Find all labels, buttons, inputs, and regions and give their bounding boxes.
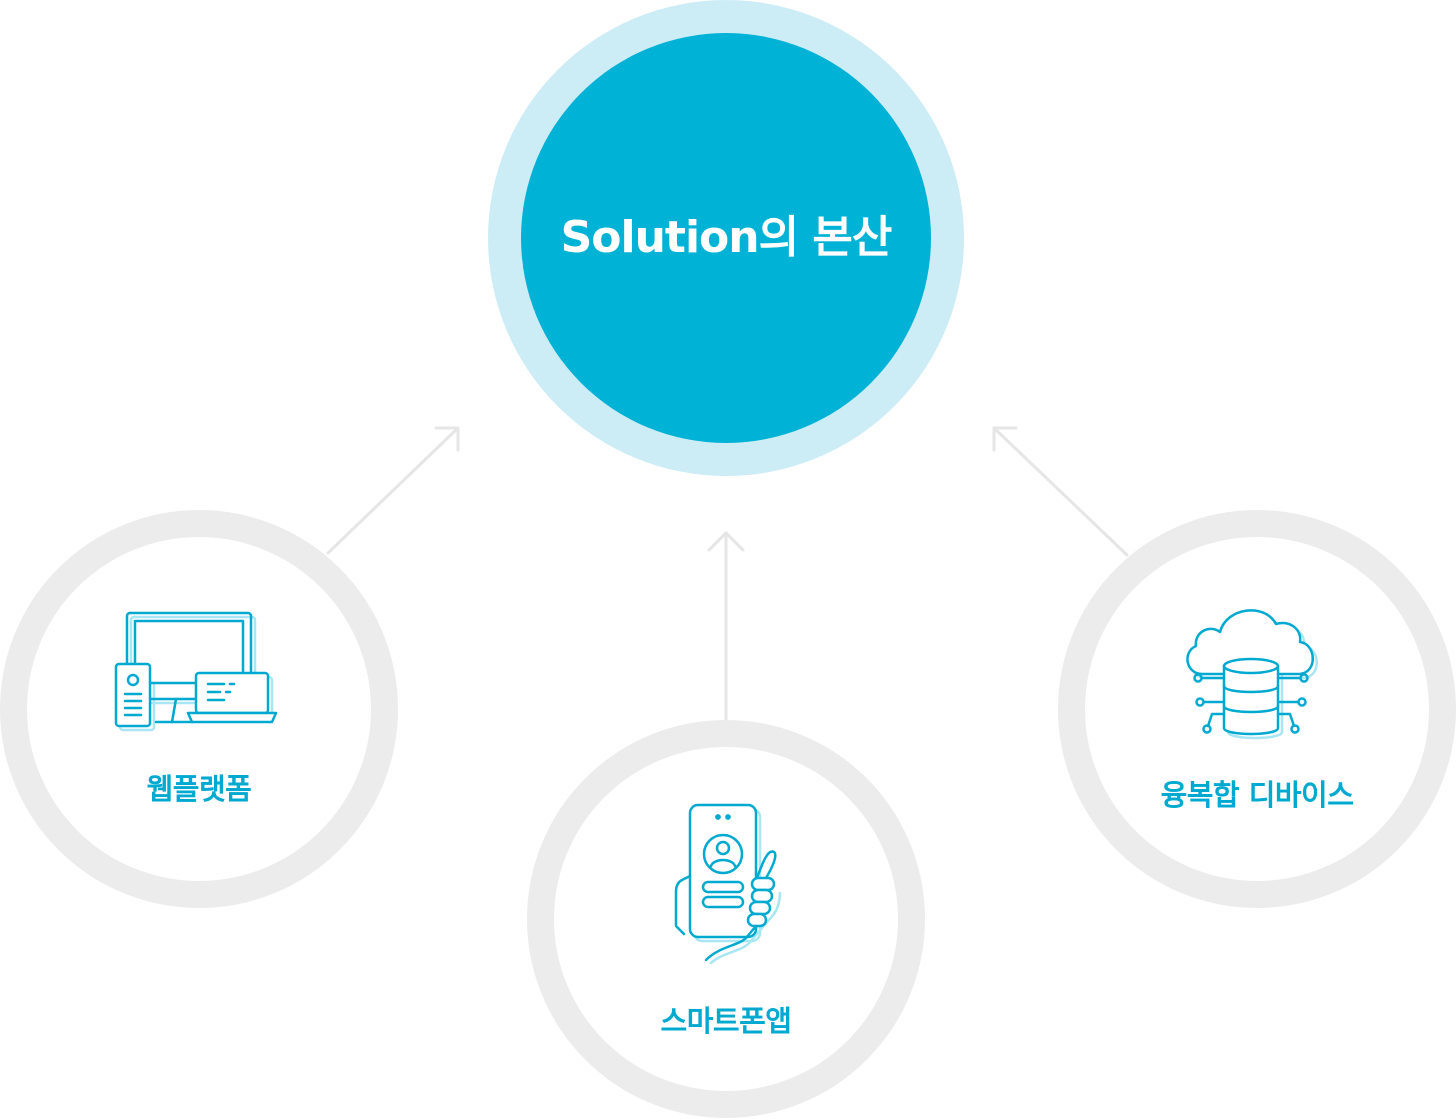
node-label-convergence-device: 융복합 디바이스 <box>1160 778 1354 812</box>
cloud-database-icon <box>1186 609 1318 740</box>
hub-circle <box>521 33 931 443</box>
devices-icon <box>114 611 278 732</box>
hub-title: Solution의 본산 <box>560 212 893 263</box>
node-label-smartphone-app: 스마트폰앱 <box>660 1004 792 1038</box>
arrow-app-to-hub <box>707 531 745 722</box>
arrow-device-to-hub <box>992 426 1129 557</box>
arrow-web-to-hub <box>326 426 460 555</box>
smartphone-hand-icon <box>674 803 782 964</box>
node-label-web-platform: 웹플랫폼 <box>146 772 252 806</box>
